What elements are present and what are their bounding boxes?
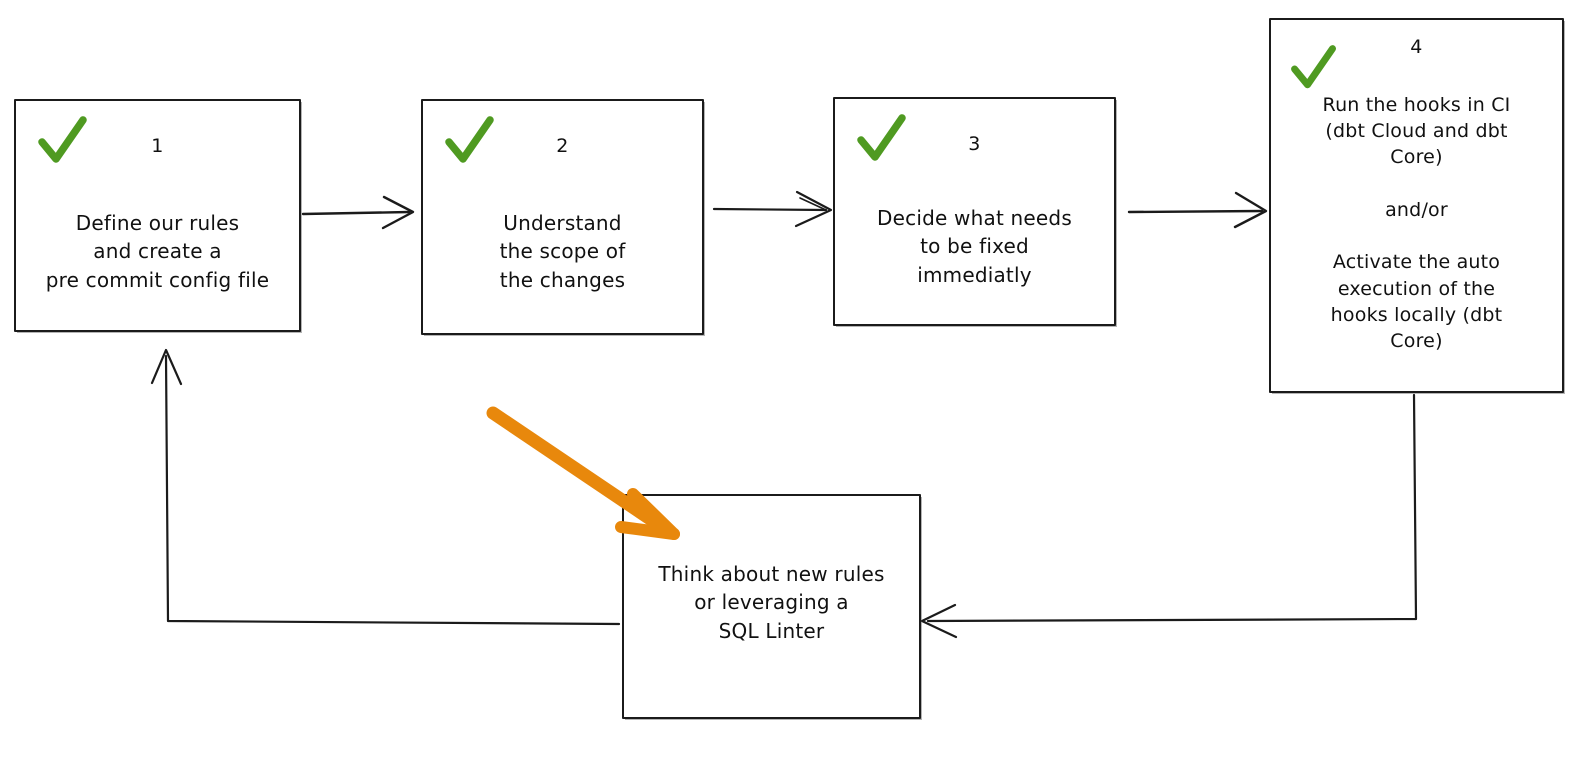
- step-number-3: 3: [968, 133, 981, 155]
- node-label-1: Define our rules and create a pre commit…: [45, 211, 270, 292]
- check-mark-icon: [1291, 45, 1336, 89]
- connector-node1-to-node2: [301, 195, 415, 230]
- flow-node-think-about-new-rules[interactable]: Think about new rules or leveraging a SQ…: [622, 494, 921, 719]
- check-mark-icon: [445, 116, 494, 163]
- node-label-2: Understand the scope of the changes: [499, 211, 626, 292]
- check-mark-icon: [38, 116, 87, 163]
- flow-node-step-1[interactable]: 1 Define our rules and create a pre comm…: [14, 99, 301, 332]
- step-number-4: 4: [1410, 36, 1423, 58]
- connector-node4-to-node5: [920, 393, 1418, 639]
- connector-node5-to-node1: [150, 348, 621, 626]
- node-label-4: Run the hooks in CI (dbt Cloud and dbt C…: [1322, 94, 1511, 352]
- flow-node-step-3[interactable]: 3 Decide what needs to be fixed immediat…: [833, 97, 1116, 326]
- step-number-2: 2: [556, 135, 569, 157]
- node-label-5: Think about new rules or leveraging a SQ…: [658, 562, 885, 643]
- check-mark-icon: [857, 114, 906, 161]
- flow-node-step-4[interactable]: 4 Run the hooks in CI (dbt Cloud and dbt…: [1269, 18, 1564, 393]
- step-number-1: 1: [151, 135, 164, 157]
- connector-node2-to-node3: [712, 190, 833, 228]
- node-label-3: Decide what needs to be fixed immediatly: [877, 206, 1072, 287]
- flow-node-step-2[interactable]: 2 Understand the scope of the changes: [421, 99, 704, 335]
- connector-node3-to-node4: [1127, 191, 1268, 229]
